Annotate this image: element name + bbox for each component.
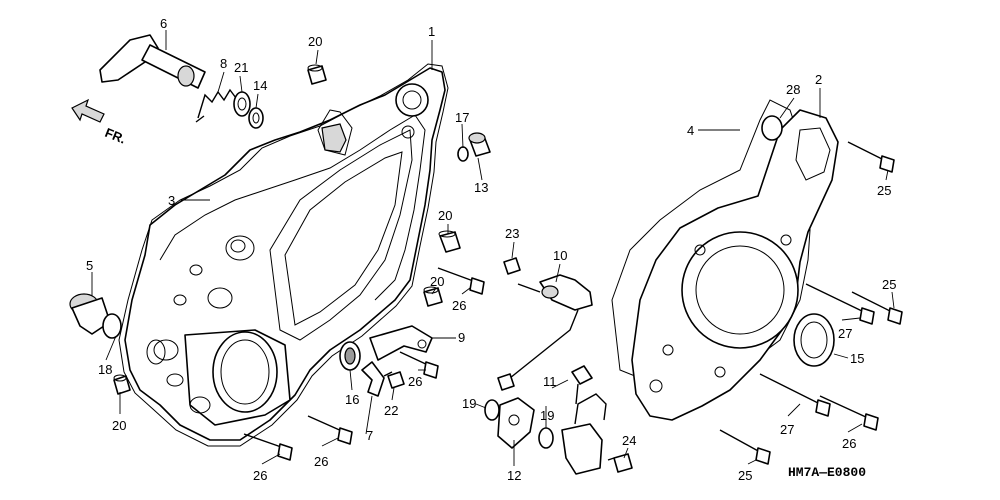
callout-11: 11 [543,374,557,389]
callout-7: 7 [366,428,373,443]
callout-23: 23 [505,226,519,241]
callout-26d: 26 [408,374,422,389]
callout-14: 14 [253,78,267,93]
callout-9: 9 [458,330,465,345]
dowel-pin-lower [423,286,443,307]
callout-20c: 20 [430,274,444,289]
callout-28: 28 [786,82,800,97]
callout-24: 24 [622,433,636,448]
callout-26e: 26 [842,436,856,451]
callout-8: 8 [220,56,227,71]
callout-20b: 20 [438,208,452,223]
callout-20a: 20 [308,34,322,49]
arrow-head-icon [71,98,105,123]
washer-14 [248,107,264,129]
callout-1: 1 [428,24,435,39]
shift-shaft [99,34,206,89]
callout-19b: 19 [540,408,554,423]
front-direction-arrow: FR. [71,98,128,147]
bolt-25-c [719,429,771,465]
dowel-pin-mid [438,230,461,253]
callout-22: 22 [384,403,398,418]
callout-18: 18 [98,362,112,377]
oil-seal-21 [233,91,251,117]
bracket-9 [369,325,433,361]
callout-21: 21 [234,60,248,75]
callout-13: 13 [474,180,488,195]
o-ring-19-left [484,399,500,421]
bolt-26-a [243,433,293,461]
dowel-pin-left [113,374,131,395]
oil-seal-15 [793,313,835,367]
drain-plug-13 [468,132,491,157]
oil-filler-cap [69,293,122,339]
bolt-25-a [847,141,895,173]
callout-27a: 27 [838,326,852,341]
dowel-pin-top [307,64,327,85]
oil-seal-16 [339,341,361,371]
callout-26b: 26 [314,454,328,469]
washer-28 [761,115,783,141]
callout-26a: 26 [253,468,267,483]
callout-26c: 26 [452,298,466,313]
gasket-left [118,63,449,447]
crankcase-cover-left [124,67,446,441]
callout-16: 16 [345,392,359,407]
callout-25c: 25 [738,468,752,483]
o-ring-19-right [538,427,554,449]
clutch-cover-right [631,109,839,421]
callout-25b: 25 [882,277,896,292]
callout-27b: 27 [780,422,794,437]
wire-clamp-7 [361,361,385,397]
callout-4: 4 [687,123,694,138]
return-spring [195,88,237,123]
bolt-24 [607,453,633,473]
sensor-10 [497,274,593,391]
callout-3: 3 [168,193,175,208]
callout-12: 12 [507,468,521,483]
callout-6: 6 [160,16,167,31]
bolt-26-e [819,395,879,431]
sensor-11 [561,365,607,475]
gasket-12 [497,397,535,449]
callout-labels: 1 2 3 4 5 6 7 8 9 10 11 12 13 14 15 16 1… [86,16,896,483]
callout-17: 17 [455,110,469,125]
bolt-25-b [851,291,903,325]
leader-lines [91,30,895,466]
sealing-washer-17 [457,146,469,162]
bolt-22 [383,371,405,389]
callout-15: 15 [850,351,864,366]
callout-2: 2 [815,72,822,87]
bolt-26-b [307,415,353,445]
diagram-code: HM7A—E0800 [788,465,866,480]
callout-10: 10 [553,248,567,263]
bolt-27-a [805,283,875,325]
front-label: FR. [103,125,128,147]
callout-5: 5 [86,258,93,273]
callout-25a: 25 [877,183,891,198]
o-ring-18 [146,339,166,365]
bolt-23 [503,257,521,275]
bolt-27-b [759,373,831,417]
callout-20d: 20 [112,418,126,433]
callout-19a: 19 [462,396,476,411]
bolt-26-c [437,267,485,295]
